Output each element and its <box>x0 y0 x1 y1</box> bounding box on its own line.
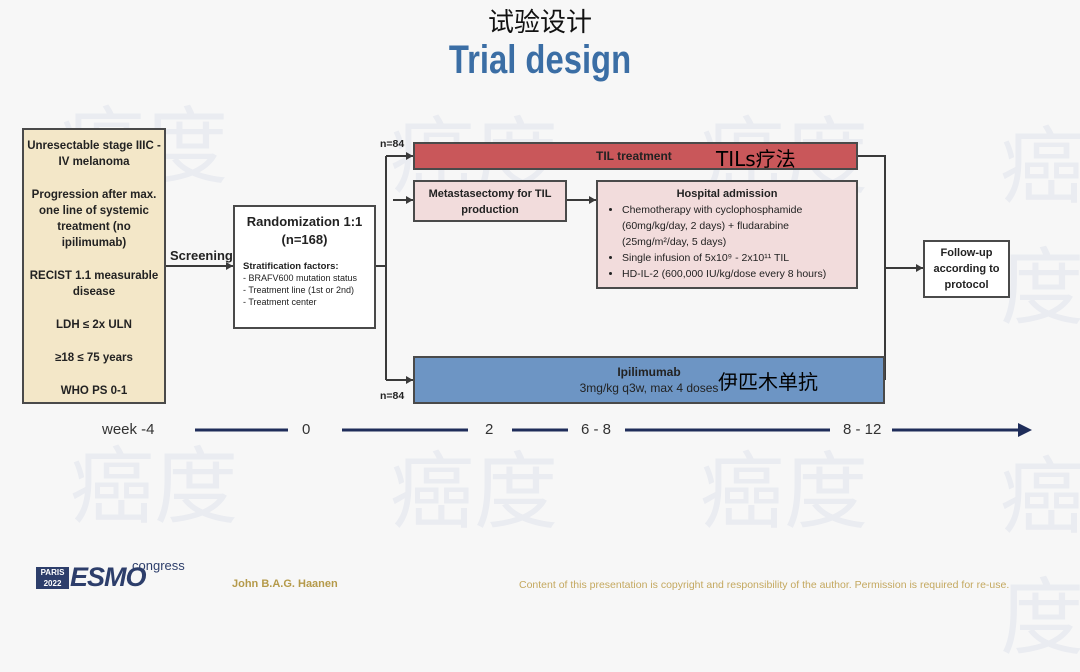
eligibility-item: LDH ≤ 2x ULN <box>56 319 132 331</box>
timeline-label: 6 - 8 <box>581 421 612 438</box>
eligibility-item: RECIST 1.1 measurable disease <box>29 270 159 298</box>
timeline-label: week -4 <box>102 421 155 438</box>
eligibility-item: Progression after max. one line of syste… <box>31 189 157 249</box>
stratification-item: - Treatment line (1st or 2nd) <box>243 285 355 295</box>
ipilimumab-label: Ipilimumab <box>617 365 681 379</box>
follow-up-box: Follow-up according to protocol <box>923 240 1010 298</box>
hospital-admission-title: Hospital admission <box>676 188 778 200</box>
watermark-text: 癌度 <box>1000 118 1080 337</box>
timeline-label: 0 <box>302 421 311 438</box>
ipi-arm-n: n=84 <box>380 390 405 402</box>
esmo-congress-text: congress <box>132 558 185 573</box>
stratification-item: - BRAFV600 mutation status <box>243 273 358 283</box>
chinese-title: 试验设计 <box>487 8 592 38</box>
copyright-notice: Content of this presentation is copyrigh… <box>519 579 1010 591</box>
til-treatment-label: TIL treatment <box>596 149 672 163</box>
randomization-box: Randomization 1:1 (n=168) Stratification… <box>233 205 376 329</box>
randomization-title: Randomization 1:1 <box>246 214 363 229</box>
watermark-text: 癌度 <box>70 438 239 536</box>
hospital-admission-box: Hospital admission Chemotherapy with cyc… <box>596 180 858 289</box>
ipilimumab-chinese-label: 伊匹木单抗 <box>718 370 818 394</box>
hospital-item: Single infusion of 5x10⁹ - 2x10¹¹ TIL <box>622 250 848 266</box>
randomization-n: (n=168) <box>281 232 328 247</box>
hospital-item: Chemotherapy with cyclophosphamide (60mg… <box>622 202 848 250</box>
watermark-text: 癌度 <box>390 443 559 541</box>
til-arm-n: n=84 <box>380 138 405 150</box>
eligibility-item: WHO PS 0-1 <box>60 385 128 397</box>
author-name: John B.A.G. Haanen <box>232 578 338 590</box>
stratification-title: Stratification factors: <box>243 261 339 272</box>
watermark-text: 癌度 <box>700 443 869 541</box>
til-treatment-bar <box>413 142 858 170</box>
eligibility-item: ≥18 ≤ 75 years <box>55 352 133 364</box>
ipilimumab-dose: 3mg/kg q3w, max 4 doses <box>579 381 719 395</box>
hospital-item: HD-IL-2 (600,000 IU/kg/dose every 8 hour… <box>622 266 848 282</box>
ipilimumab-bar: Ipilimumab 3mg/kg q3w, max 4 doses <box>413 356 885 404</box>
esmo-logo-year-text: 2022 <box>43 579 62 588</box>
screening-label: Screening <box>170 248 233 263</box>
metastasectomy-box: Metastasectomy for TIL production <box>413 180 567 222</box>
esmo-logo-city-text: PARIS <box>40 568 65 577</box>
stratification-item: - Treatment center <box>243 297 317 307</box>
eligibility-item: Unresectable stage IIIC - IV melanoma <box>27 140 161 168</box>
timeline-label: 2 <box>485 421 494 438</box>
esmo-logo: ESMO <box>70 562 147 592</box>
esmo-logo-city: PARIS 2022 <box>36 567 69 589</box>
timeline-label: 8 - 12 <box>843 421 882 438</box>
flow-connectors <box>166 152 1032 437</box>
page-title: Trial design <box>448 38 632 82</box>
til-chinese-label: TILs疗法 <box>716 147 796 171</box>
eligibility-box: Unresectable stage IIIC - IV melanoma Pr… <box>22 128 166 404</box>
